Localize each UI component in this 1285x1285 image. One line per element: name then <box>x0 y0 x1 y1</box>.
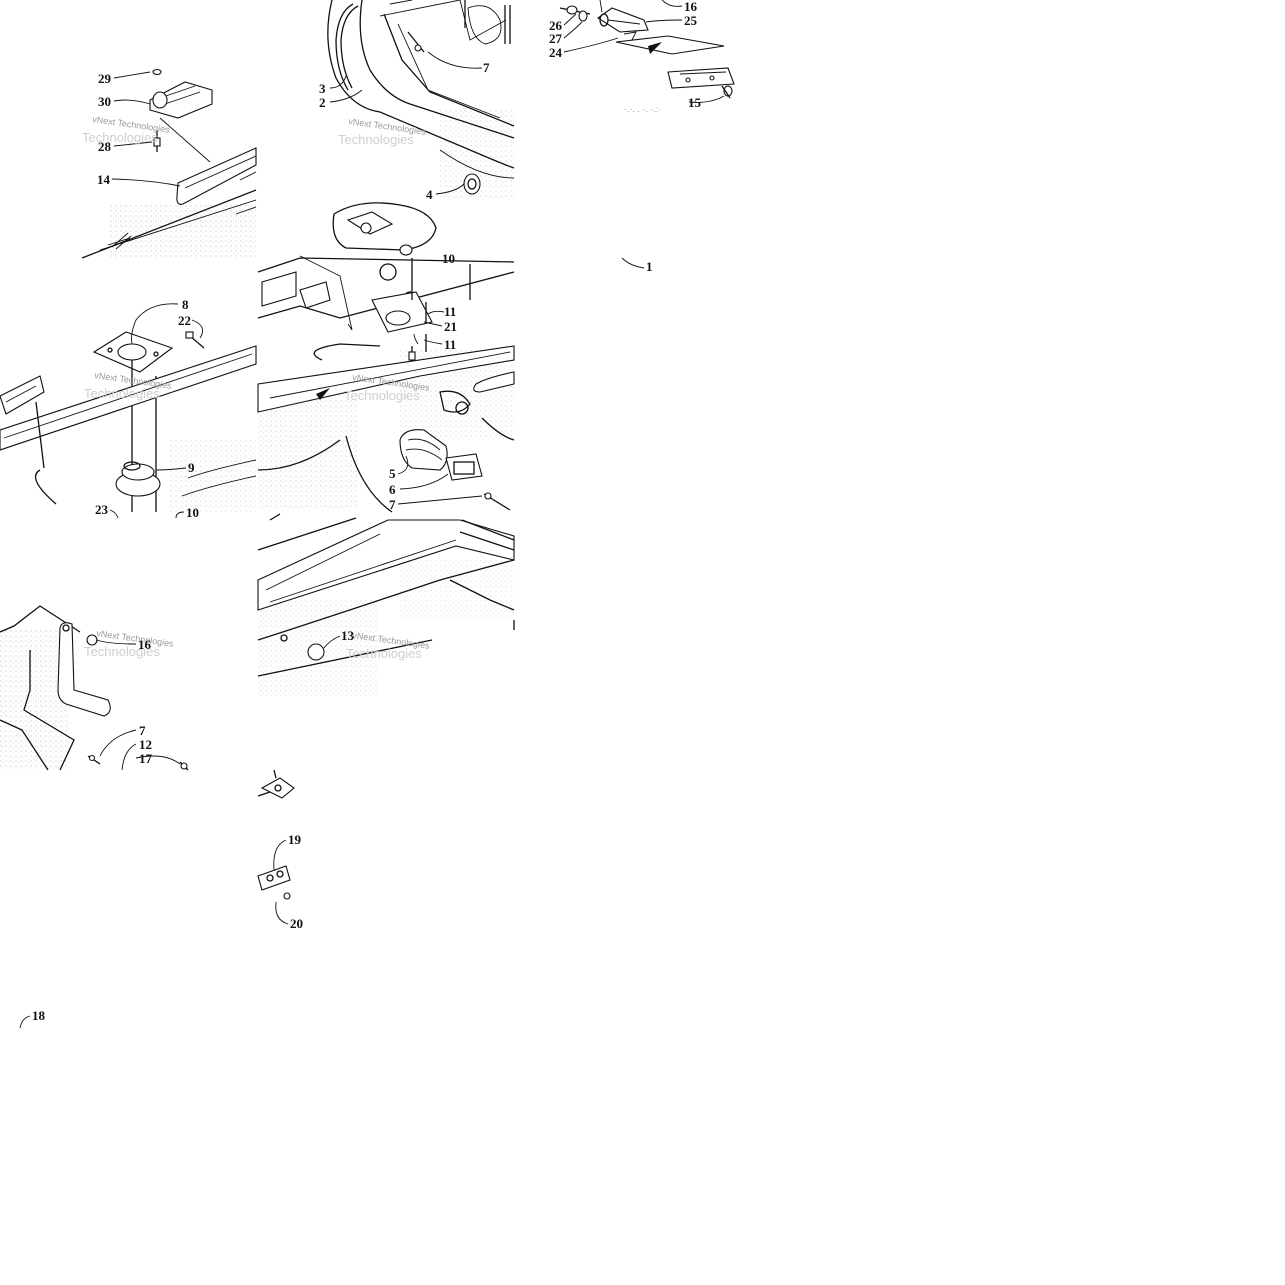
callout-6: 6 <box>389 482 396 497</box>
callout-17: 17 <box>139 751 153 766</box>
callout-29: 29 <box>98 71 112 86</box>
panel-top-left <box>81 68 257 259</box>
callout-22: 22 <box>178 313 191 328</box>
callout-11-upper: 11 <box>444 304 456 319</box>
panel-bottom-left <box>0 605 189 771</box>
callout-15: 15 <box>688 95 702 110</box>
callout-24: 24 <box>549 45 563 60</box>
panel-small-parts <box>257 769 295 900</box>
mounting-plate-part-24 <box>615 31 725 55</box>
callout-19: 19 <box>288 832 302 847</box>
screw-part-17 <box>179 761 189 771</box>
hinge-bracket-part-30 <box>149 81 213 119</box>
rivet-part-12 <box>87 754 101 765</box>
watermarks: vNext Technologies Technologies vNext Te… <box>82 114 431 661</box>
callout-1: 1 <box>646 259 653 274</box>
screw-part-22 <box>185 331 205 349</box>
panel-center <box>257 255 515 513</box>
bolt-part-26 <box>559 5 591 15</box>
callout-25: 25 <box>684 13 698 28</box>
callout-23: 23 <box>95 502 109 517</box>
leader-lines <box>19 0 725 1029</box>
screw-part-20 <box>283 892 291 900</box>
bracket-part-15 <box>667 67 735 99</box>
panel-top-right: ·.·. . ·. ·.:· <box>559 0 735 114</box>
callout-7-center: 7 <box>389 497 396 512</box>
watermark-text-faint: Technologies <box>338 132 414 147</box>
callout-2: 2 <box>319 95 326 110</box>
callout-21: 21 <box>444 319 457 334</box>
washer-part-27 <box>578 10 588 22</box>
trim-rod-part-3 <box>335 3 359 91</box>
callout-8: 8 <box>182 297 189 312</box>
frame-rail <box>257 345 515 413</box>
panel-middle-left <box>0 331 257 512</box>
watermark-text-faint: Technologies <box>82 130 158 145</box>
screw-part-7-center <box>483 492 511 511</box>
callout-4: 4 <box>426 187 433 202</box>
callout-9: 9 <box>188 460 195 475</box>
callout-14: 14 <box>97 172 111 187</box>
washer-part-29 <box>152 68 162 76</box>
flange-plate-part-8 <box>92 331 174 373</box>
panel-top-center <box>327 0 515 256</box>
callout-27: 27 <box>549 31 563 46</box>
switch-plate-part-19 <box>257 865 291 891</box>
cross-member-part-14 <box>176 147 257 205</box>
callout-7-top: 7 <box>483 60 490 75</box>
callout-28: 28 <box>98 139 112 154</box>
bolt-part-28 <box>153 130 161 152</box>
callout-26: 26 <box>549 18 563 33</box>
callout-12: 12 <box>139 737 152 752</box>
hinge-plate-part-25 <box>597 0 649 33</box>
watermark-text-faint: Technologies <box>84 644 160 659</box>
panel-bottom-center <box>257 513 515 696</box>
callout-16-bottom: 16 <box>138 637 152 652</box>
callout-3: 3 <box>319 81 326 96</box>
callout-30: 30 <box>98 94 111 109</box>
screw-part-7-top <box>407 31 425 53</box>
mounting-plate-part-21 <box>371 291 433 333</box>
callout-7-bottom: 7 <box>139 723 146 738</box>
callout-11-lower: 11 <box>444 337 456 352</box>
callout-10-bottom: 10 <box>186 505 199 520</box>
callout-5: 5 <box>389 466 396 481</box>
callout-20: 20 <box>290 916 303 931</box>
svg-text:·.·. . ·. ·.:·: ·.·. . ·. ·.:· <box>624 104 662 114</box>
callout-13: 13 <box>341 628 355 643</box>
gasket-part-6 <box>445 453 483 481</box>
gasket-part-9 <box>115 461 161 497</box>
plug-part-13 <box>307 643 325 661</box>
watermark-text-faint: Technologies <box>344 388 420 403</box>
windshield-frame-part-2 <box>327 0 515 169</box>
callout-labels: 29 30 28 14 3 2 7 4 16 25 26 27 24 15 1 … <box>32 0 702 1023</box>
callout-10-top: 10 <box>442 251 455 266</box>
callout-18: 18 <box>32 1008 46 1023</box>
callout-16-top: 16 <box>684 0 698 14</box>
grab-handle <box>57 622 111 717</box>
watermark-text-faint: Technologies <box>346 646 422 661</box>
watermark-text-faint: Technologies <box>84 386 160 401</box>
grommet-part-4 <box>463 173 481 195</box>
